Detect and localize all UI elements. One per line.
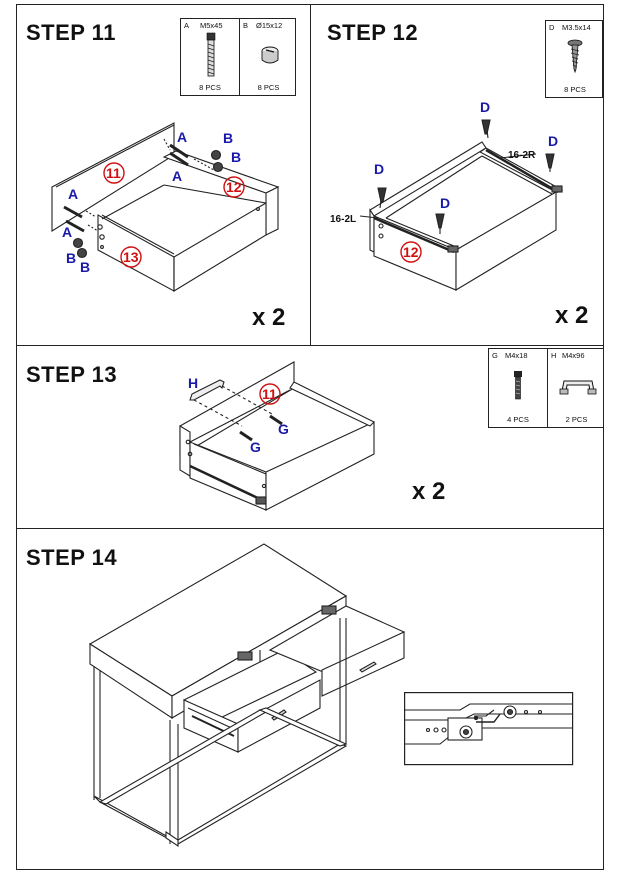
bolt-icon <box>206 32 216 77</box>
hardware-quantity: 8 PCS <box>257 83 280 92</box>
detail-inset <box>404 692 574 766</box>
hardware-size: M4x96 <box>562 351 585 360</box>
hardware-size: Ø15x12 <box>256 21 283 30</box>
slide-label: 16-2R <box>508 150 536 161</box>
slide-label: 16-2L <box>330 214 356 225</box>
label-b: B <box>223 130 233 146</box>
hardware-code: A <box>184 21 190 30</box>
quantity-multiplier: x 2 <box>252 304 286 331</box>
quantity-multiplier: x 2 <box>555 302 589 329</box>
label-d: D <box>548 133 558 149</box>
hardware-quantity: 8 PCS <box>564 85 586 94</box>
hardware-code: B <box>243 21 249 30</box>
hardware-item-g: G M4x18 4 PCS <box>489 349 547 427</box>
machine-screw-icon <box>514 371 522 400</box>
hardware-quantity: 4 PCS <box>507 415 529 424</box>
part-number: 11 <box>106 165 121 181</box>
hardware-code: G <box>492 351 498 360</box>
divider <box>16 528 604 529</box>
hardware-box: D M3.5x14 8 PCS <box>545 20 603 98</box>
hardware-item-d: D M3.5x14 8 PCS <box>546 21 604 97</box>
step-12-drawing: D D D D 16-2R 16-2L 12 <box>330 99 564 291</box>
step-11-drawing: A B B A A A B B 11 12 13 <box>51 122 280 292</box>
screw-icon <box>567 39 583 74</box>
label-g: G <box>250 439 261 455</box>
label-a: A <box>172 168 182 184</box>
part-number: 12 <box>403 244 419 260</box>
step-title: STEP 14 <box>26 545 118 570</box>
label-a: A <box>62 224 72 240</box>
label-b: B <box>66 250 76 266</box>
hardware-item-h: H M4x96 2 PCS <box>547 349 605 427</box>
divider <box>16 345 604 346</box>
hardware-code: D <box>549 23 555 32</box>
part-number: 12 <box>226 179 242 195</box>
hardware-size: M5x45 <box>200 21 223 30</box>
label-g: G <box>278 421 289 437</box>
handle-icon <box>559 380 597 395</box>
step-14-desk-drawing <box>88 543 406 848</box>
label-a: A <box>177 129 187 145</box>
label-d: D <box>440 195 450 211</box>
step-title: STEP 11 <box>26 20 116 45</box>
divider <box>310 4 311 345</box>
hardware-quantity: 8 PCS <box>199 83 221 92</box>
hardware-item-b: B Ø15x12 8 PCS <box>239 19 297 95</box>
hardware-box: A M5x45 8 PCS B Ø15x12 <box>180 18 296 96</box>
step-title: STEP 12 <box>327 20 419 45</box>
cam-lock-icon <box>261 46 279 64</box>
label-b: B <box>80 259 90 275</box>
part-number: 13 <box>123 249 139 265</box>
hardware-box: G M4x18 4 PCS H M4x96 <box>488 348 604 428</box>
step-13-drawing: H G G 11 <box>179 361 375 511</box>
step-title: STEP 13 <box>26 362 118 387</box>
hardware-size: M4x18 <box>505 351 528 360</box>
quantity-multiplier: x 2 <box>412 478 446 505</box>
hardware-quantity: 2 PCS <box>565 415 588 424</box>
label-d: D <box>374 161 384 177</box>
label-a: A <box>68 186 78 202</box>
hardware-size: M3.5x14 <box>562 23 591 32</box>
label-b: B <box>231 149 241 165</box>
hardware-code: H <box>551 351 557 360</box>
hardware-item-a: A M5x45 8 PCS <box>181 19 239 95</box>
label-d: D <box>480 99 490 115</box>
part-number: 11 <box>262 386 277 402</box>
label-h: H <box>188 375 198 391</box>
